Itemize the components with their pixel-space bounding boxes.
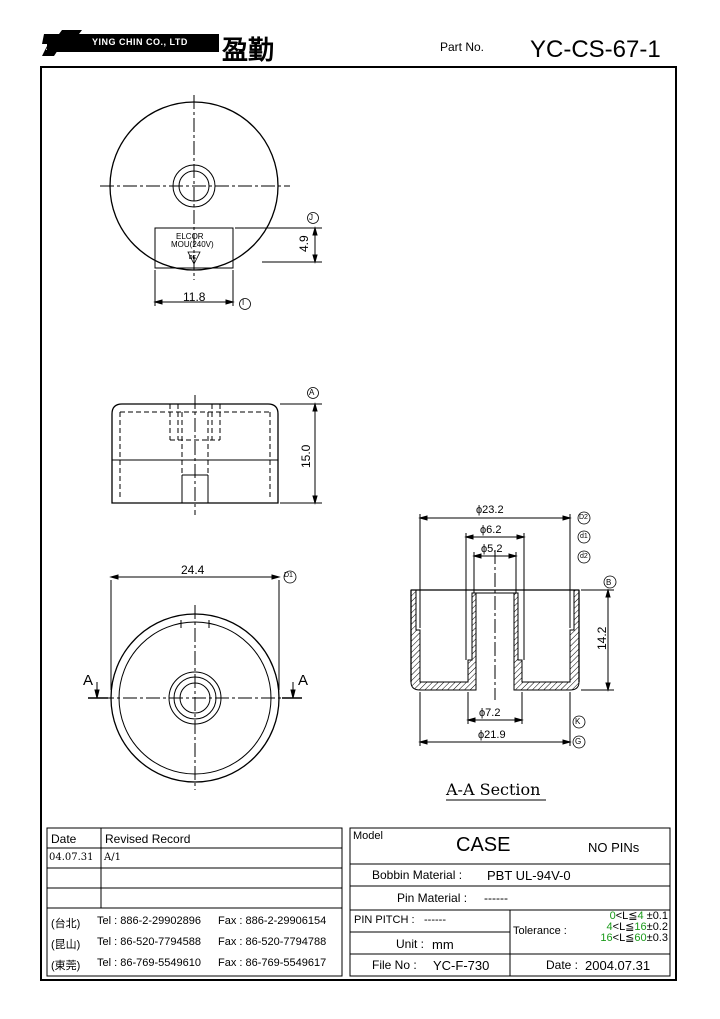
top-view — [100, 95, 322, 310]
tol-hi: 16 — [634, 921, 647, 933]
bottom-view — [88, 570, 302, 790]
tol-lo: 16 — [600, 932, 613, 944]
file-no-value: YC-F-730 — [433, 958, 490, 973]
dim-11-8: 11.8 — [183, 290, 206, 304]
part-number: YC-CS-67-1 — [530, 36, 661, 63]
tol-hi: 4 — [637, 910, 644, 922]
file-no-label: File No : — [372, 958, 417, 972]
tag-b: B — [606, 578, 612, 587]
header: YING CHIN CO., LTD 盈勤 Part No. YC-CS-67-… — [0, 0, 720, 70]
section-view — [410, 511, 617, 801]
dim-4-9: 4.9 — [297, 235, 311, 252]
tolerance-row: 0<L≦4 ±0.1 — [609, 910, 668, 922]
tag-g: G — [575, 737, 582, 746]
part-number-label: Part No. — [440, 40, 485, 54]
tag-k: K — [575, 717, 581, 726]
contact-tel-taipei: Tel : 886-2-29902896 — [97, 915, 201, 927]
tag-d2-bore: d2 — [580, 553, 588, 560]
revision-date-header: Date — [51, 832, 77, 846]
case-label-line2: MOU(240V) — [171, 240, 214, 249]
section-mark-left: A — [83, 672, 94, 689]
pins-value: NO PINs — [588, 840, 640, 855]
cert-mark-text: DE — [189, 255, 196, 261]
contact-place-dongguan: (東莞) — [51, 960, 81, 972]
contact-fax-kunshan: Fax : 86-520-7794788 — [218, 936, 327, 948]
company-name-bar — [47, 34, 219, 52]
date-label: Date : — [546, 958, 579, 972]
dim-14-2: 14.2 — [595, 626, 609, 650]
model-label: Model — [353, 830, 383, 842]
contact-fax-dongguan: Fax : 86-769-5549617 — [218, 957, 327, 969]
drawing-frame — [40, 66, 677, 981]
dim-d6-2: ϕ6.2 — [480, 524, 502, 536]
side-view — [111, 387, 322, 515]
tol-hi: 60 — [634, 932, 647, 944]
tolerance-row: 4<L≦16±0.2 — [606, 921, 668, 933]
pin-pitch-label: PIN PITCH : — [354, 914, 415, 926]
dim-d7-2: ϕ7.2 — [479, 707, 501, 719]
brand-chinese-name: 盈勤 — [222, 36, 275, 66]
contact-tel-dongguan: Tel : 86-769-5549610 — [97, 957, 201, 969]
tolerance-label: Tolerance : — [513, 925, 567, 937]
pin-pitch-value: ------ — [424, 914, 446, 926]
tag-d1: D1 — [284, 572, 293, 579]
tol-value: ±0.3 — [646, 932, 668, 944]
tol-lo: 4 — [606, 921, 613, 933]
tag-d1-inner: d1 — [580, 533, 588, 540]
pin-material-label: Pin Material : — [397, 891, 468, 905]
tol-value: ±0.1 — [646, 910, 668, 922]
unit-label: Unit : — [396, 937, 425, 951]
dim-d21-9: ϕ21.9 — [478, 729, 506, 741]
company-name: YING CHIN CO., LTD — [92, 37, 188, 47]
tolerance-row: 16<L≦60±0.3 — [600, 932, 668, 944]
contact-place-kunshan: (昆山) — [51, 939, 81, 951]
dim-15-0: 15.0 — [299, 444, 313, 468]
contact-fax-taipei: Fax : 886-2-29906154 — [218, 915, 327, 927]
bobbin-label: Bobbin Material : — [372, 868, 463, 882]
date-value: 2004.07.31 — [585, 958, 651, 973]
section-caption: A-A Section — [446, 780, 541, 799]
tolerance-table: 0<L≦4 ±0.1 4<L≦16±0.2 16<L≦60±0.3 — [578, 911, 668, 944]
revision-row-record: A/1 — [104, 852, 121, 863]
revision-row-date: 04.07.31 — [49, 852, 94, 863]
case-label-line1: ELCOR — [176, 232, 204, 241]
tol-lo: 0 — [609, 910, 616, 922]
dim-d5-2: ϕ5.2 — [481, 543, 503, 555]
tag-d2-outer: D2 — [579, 514, 588, 521]
tag-i: I — [242, 298, 245, 307]
pin-material-value: ------ — [484, 891, 508, 905]
tag-j: J — [309, 213, 313, 222]
contact-place-taipei: (台北) — [51, 918, 81, 930]
bobbin-value: PBT UL-94V-0 — [487, 868, 571, 883]
contact-tel-kunshan: Tel : 86-520-7794588 — [97, 936, 201, 948]
revision-record-header: Revised Record — [105, 832, 191, 846]
tol-value: ±0.2 — [646, 921, 668, 933]
title-block-grid — [46, 827, 671, 977]
dim-d23-2: ϕ23.2 — [476, 504, 504, 516]
unit-value: mm — [432, 937, 454, 952]
dim-24-4: 24.4 — [181, 563, 205, 577]
section-mark-right: A — [298, 672, 309, 689]
model-value: CASE — [456, 834, 511, 856]
tag-a: A — [309, 388, 315, 397]
